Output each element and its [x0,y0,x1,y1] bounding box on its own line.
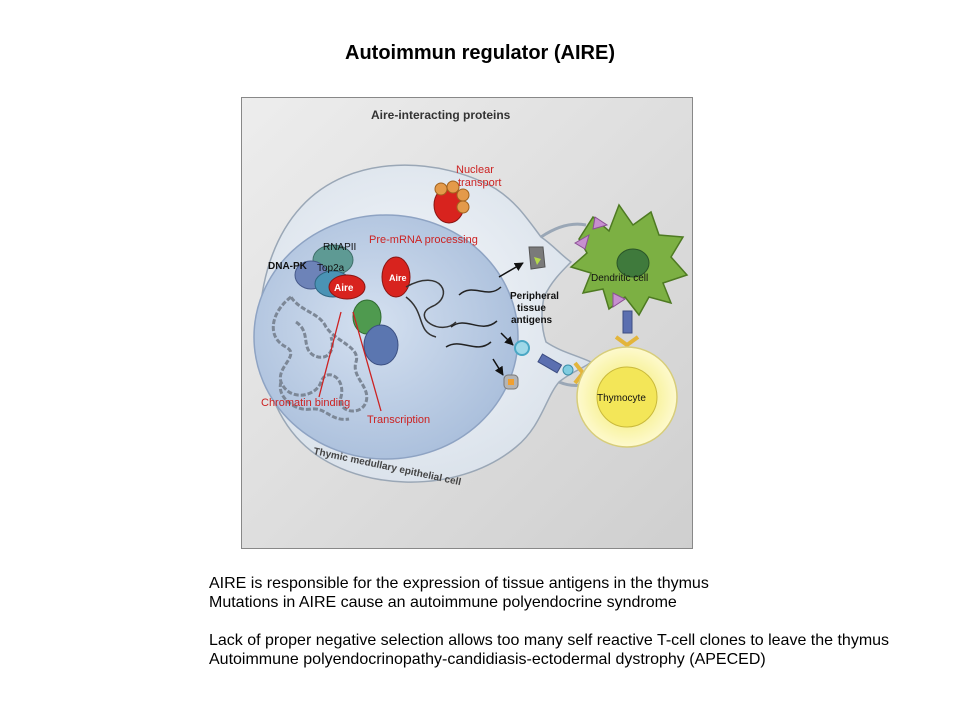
antigen-box-core [508,379,514,385]
caption-line-1: AIRE is responsible for the expression o… [209,575,709,592]
thymocyte-label: Thymocyte [597,393,646,404]
transcription-blob [363,324,399,366]
mrna-squiggle-3 [445,341,492,348]
figure-header: Aire-interacting proteins [371,108,511,122]
dendritic-nucleus [616,248,650,278]
mhc-triangle-2 [592,216,609,230]
caption-spacer [209,612,909,631]
mrna-loop-1 [405,279,457,329]
mrna-squiggle-2 [450,320,498,328]
epithelial-mhc [537,353,563,374]
mhc-triangle-3 [612,292,626,308]
importin-bead-1 [434,182,448,196]
importin-bead-4 [456,200,470,214]
aire-protein-central [328,274,366,300]
mhc-triangle-1 [574,233,590,250]
pre-mrna-label: Pre-mRNA processing [369,234,478,246]
peripheral-label-1: Peripheral [510,291,559,302]
transcription-label: Transcription [367,414,430,426]
caption-line-3: Lack of proper negative selection allows… [209,632,890,649]
arrow-antigen-3 [492,358,504,376]
aire-label-central: Aire [334,283,354,294]
arrow-antigen-2 [500,332,514,346]
caption-line-2: Mutations in AIRE cause an autoimmune po… [209,594,677,611]
top2a-label: Top2a [317,263,345,274]
importin-bead-3 [456,188,470,202]
cell-process-upper [540,222,587,239]
antigen-triangle [534,257,541,265]
caption-line-4: Autoimmune polyendocrinopathy-candidiasi… [209,651,766,668]
chromatin-pointer [318,311,342,398]
tcr-receptor-top [614,335,640,348]
aire-figure: Aire-interacting proteins RNAPII DNA-PK … [241,97,693,549]
peripheral-label-3: antigens [511,315,553,326]
presented-antigen [562,364,574,376]
aire-protein-processing [381,256,411,298]
aire-diagram: Aire-interacting proteins RNAPII DNA-PK … [241,97,693,549]
chromatin-label: Chromatin binding [261,397,350,409]
arrow-antigen-1 [498,262,524,278]
aire-label-processing: Aire [389,273,407,283]
importin-bead-2 [446,180,460,194]
thymocyte-nucleus [596,366,658,428]
mrna-loop-2 [405,296,437,338]
peripheral-label-2: tissue [517,303,546,314]
antigen-circle [514,340,530,356]
mhc-receptor [622,310,633,334]
dendritic-label: Dendritic cell [591,273,648,284]
nuclear-transport-label-1: Nuclear [456,164,494,176]
nuclear-transport-label-2: transport [458,177,501,189]
chromatin [271,294,369,413]
dna-pk-label: DNA-PK [268,261,308,272]
slide-title: Autoimmun regulator (AIRE) [345,42,615,64]
mrna-squiggle-1 [458,286,502,296]
rnapii-label: RNAPII [323,242,356,253]
transcription-pointer [352,311,382,412]
chromatin-tail [278,381,350,421]
caption: AIRE is responsible for the expression o… [209,574,909,669]
